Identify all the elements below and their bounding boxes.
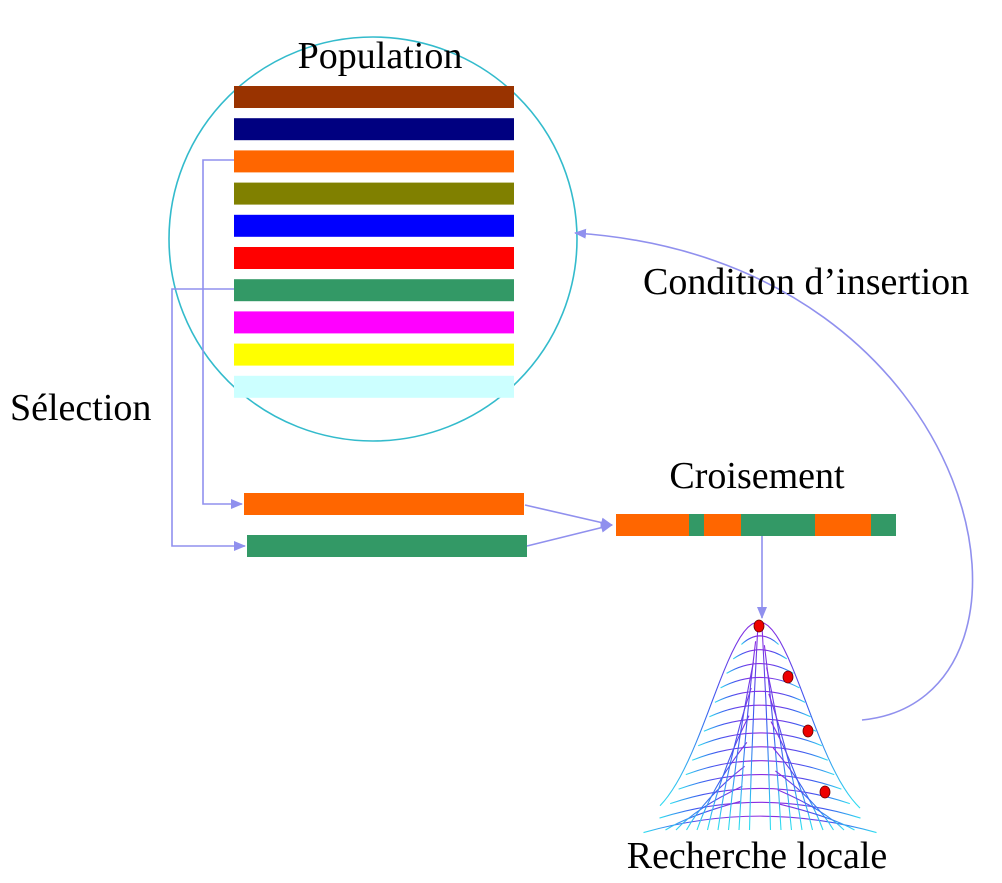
offspring-chromosome xyxy=(616,514,896,536)
search-point-2 xyxy=(782,670,794,684)
surface-mesh-line xyxy=(770,721,814,831)
population-individual-1 xyxy=(234,86,514,108)
surface-mesh-line xyxy=(772,747,824,831)
surface-mesh-line xyxy=(706,715,750,831)
offspring-segment-6 xyxy=(871,514,896,536)
population-bars xyxy=(234,86,514,398)
local-search-surface xyxy=(643,621,877,834)
population-label: Population xyxy=(298,35,463,77)
surface-mesh-line xyxy=(748,627,759,831)
surface-mesh-line xyxy=(696,742,748,831)
surface-mesh-line xyxy=(779,803,855,831)
parent-chromosome-1 xyxy=(244,493,524,515)
population-individual-9 xyxy=(234,343,514,366)
surface-mesh-line xyxy=(717,687,752,831)
population-individual-5 xyxy=(234,214,514,237)
search-point-4 xyxy=(819,785,831,799)
population-individual-2 xyxy=(234,118,514,141)
offspring-segment-4 xyxy=(741,514,815,536)
parent-chromosome-2 xyxy=(247,535,527,557)
insertion-connector xyxy=(574,228,974,721)
search-point-1 xyxy=(753,619,765,633)
surface-mesh-line xyxy=(738,641,757,831)
insertion-condition-label: Condition d’insertion xyxy=(643,261,969,303)
population-individual-10 xyxy=(234,375,514,398)
crossover-connector-bottom xyxy=(526,522,613,547)
surface-mesh-line xyxy=(675,785,743,831)
surface-mesh-line xyxy=(766,667,793,831)
population-individual-6 xyxy=(234,247,514,269)
selection-connector-orange xyxy=(202,159,243,509)
population-individual-8 xyxy=(234,311,514,334)
population-individual-3 xyxy=(234,150,514,173)
surface-mesh-line xyxy=(768,693,803,831)
offspring-segment-5 xyxy=(815,514,871,536)
surface-mesh-line xyxy=(727,662,754,831)
surface-mesh-line xyxy=(761,630,772,831)
crossover-connector-top xyxy=(524,504,613,528)
surface-mesh-line xyxy=(777,789,845,831)
surface-mesh-line xyxy=(763,645,782,831)
local-search-points xyxy=(753,619,831,799)
population-individual-4 xyxy=(234,182,514,205)
search-point-3 xyxy=(802,724,814,738)
population-group: Population xyxy=(168,35,578,442)
selected-parents xyxy=(244,493,527,557)
population-ellipse xyxy=(168,36,578,442)
selection-label: Sélection xyxy=(10,387,151,429)
offspring-segment-2 xyxy=(689,514,704,536)
surface-mesh-line xyxy=(686,765,745,831)
offspring-segment-3 xyxy=(704,514,741,536)
selection-connector-green xyxy=(171,288,246,551)
offspring-segment-1 xyxy=(616,514,689,536)
population-individual-7 xyxy=(234,279,514,302)
local-search-label: Recherche locale xyxy=(627,835,888,877)
crossover-label: Croisement xyxy=(669,455,845,497)
surface-mesh-line xyxy=(775,770,834,831)
